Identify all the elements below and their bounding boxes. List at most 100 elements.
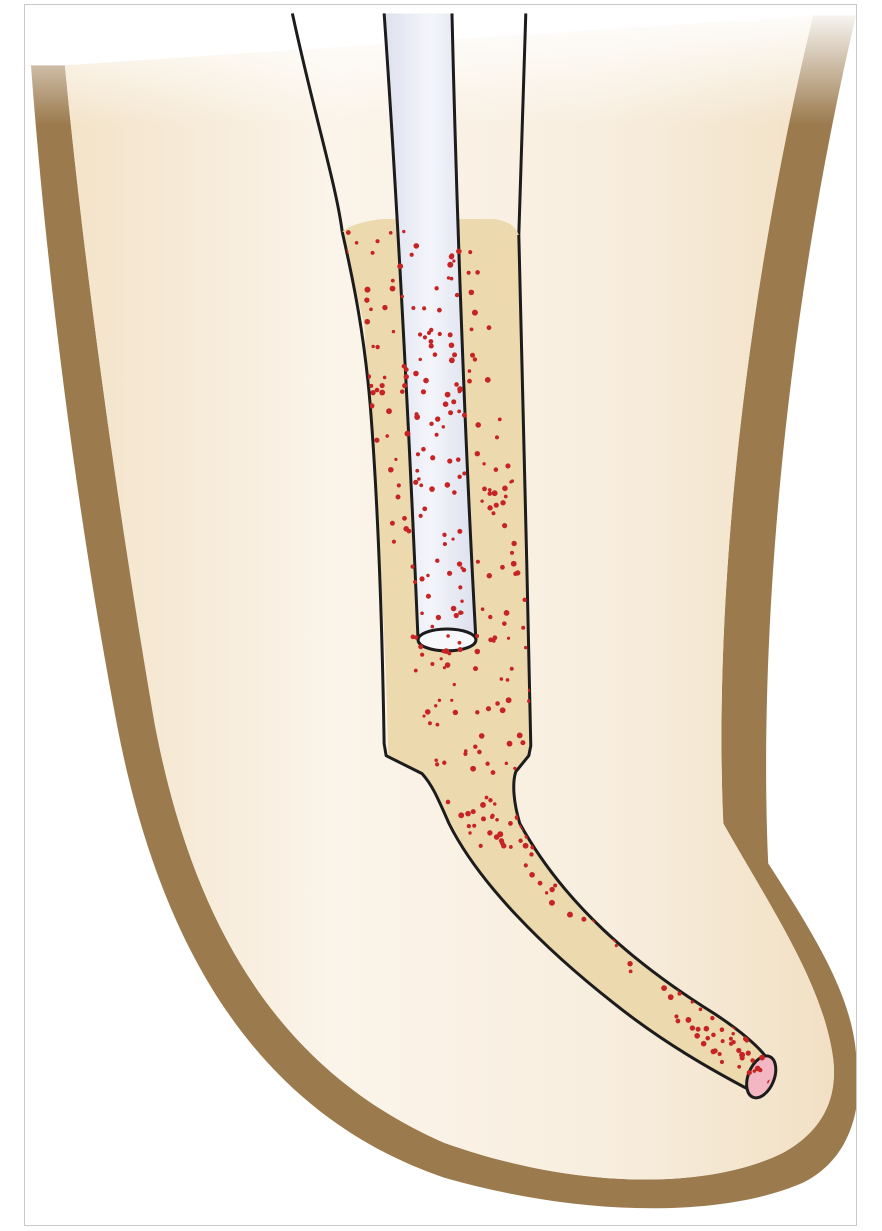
particle-dot — [404, 431, 410, 437]
particle-dot — [500, 677, 504, 681]
particle-dot — [480, 802, 486, 808]
particle-dot — [407, 529, 412, 534]
particle-dot — [454, 382, 459, 387]
particle-dot — [523, 843, 529, 849]
particle-dot — [449, 253, 454, 258]
particle-dot — [417, 477, 421, 481]
particle-dot — [433, 352, 438, 357]
particle-dot — [429, 422, 433, 426]
particle-dot — [458, 647, 463, 652]
particle-dot — [390, 286, 396, 292]
particle-dot — [456, 249, 462, 255]
particle-dot — [480, 499, 483, 502]
particle-dot — [510, 667, 514, 671]
particle-dot — [436, 615, 441, 620]
particle-dot — [457, 409, 461, 413]
particle-dot — [385, 434, 389, 438]
particle-dot — [425, 709, 431, 715]
particle-dot — [430, 455, 435, 460]
particle-dot — [468, 369, 472, 373]
particle-dot — [475, 649, 481, 655]
particle-dot — [753, 1069, 757, 1073]
particle-dot — [690, 1025, 695, 1030]
particle-dot — [437, 308, 442, 313]
particle-dot — [482, 462, 485, 465]
figure-frame — [24, 4, 857, 1226]
particle-dot — [419, 483, 423, 487]
particle-dot — [545, 891, 548, 894]
particle-dot — [495, 818, 499, 822]
particle-dot — [485, 796, 489, 800]
particle-dot — [475, 634, 479, 638]
particle-dot — [429, 328, 433, 332]
particle-dot — [413, 243, 419, 249]
particle-dot — [455, 293, 459, 297]
particle-dot — [426, 594, 431, 599]
particle-dot — [627, 961, 632, 966]
particle-dot — [473, 666, 478, 671]
particle-dot — [506, 678, 510, 682]
particle-dot — [445, 392, 451, 398]
particle-dot — [506, 697, 512, 703]
particle-dot — [465, 811, 471, 817]
particle-dot — [418, 332, 422, 336]
particle-dot — [421, 447, 426, 452]
particle-dot — [451, 399, 456, 404]
particle-dot — [442, 425, 445, 428]
particle-dot — [402, 364, 407, 369]
particle-dot — [511, 541, 516, 546]
particle-dot — [452, 352, 457, 357]
particle-dot — [495, 435, 499, 439]
particle-dot — [691, 1000, 694, 1003]
particle-dot — [491, 770, 496, 775]
particle-dot — [458, 585, 462, 589]
particle-dot — [460, 566, 463, 569]
particle-dot — [701, 1041, 707, 1047]
particle-dot — [487, 325, 492, 330]
particle-dot — [375, 239, 379, 243]
particle-dot — [524, 646, 527, 649]
particle-dot — [413, 580, 417, 584]
particle-dot — [505, 463, 510, 468]
particle-dot — [481, 607, 485, 611]
particle-dot — [521, 626, 525, 630]
particle-dot — [500, 565, 505, 570]
particle-dot — [400, 295, 404, 299]
particle-dot — [473, 357, 477, 361]
particle-dot — [500, 707, 506, 713]
particle-dot — [758, 1068, 762, 1072]
particle-dot — [394, 458, 397, 461]
particle-dot — [415, 469, 419, 473]
particle-dot — [413, 371, 419, 377]
particle-dot — [413, 480, 418, 485]
particle-dot — [467, 271, 471, 275]
particle-dot — [462, 471, 466, 475]
particle-dot — [476, 560, 480, 564]
particle-dot — [718, 1052, 722, 1056]
particle-dot — [430, 662, 434, 666]
particle-dot — [686, 1017, 692, 1023]
particle-dot — [529, 872, 535, 878]
particle-dot — [508, 821, 513, 826]
particle-dot — [447, 571, 452, 576]
particle-dot — [524, 863, 528, 867]
particle-dot — [431, 625, 435, 629]
particle-dot — [423, 335, 427, 339]
particle-dot — [392, 540, 396, 544]
particle-dot — [450, 277, 454, 281]
particle-dot — [509, 480, 512, 483]
particle-dot — [492, 490, 498, 496]
particle-dot — [388, 467, 394, 473]
particle-dot — [493, 802, 496, 805]
particle-dot — [486, 706, 491, 711]
particle-dot — [488, 798, 492, 802]
particle-dot — [729, 1037, 733, 1041]
particle-dot — [446, 800, 451, 805]
particle-dot — [396, 494, 401, 499]
particle-dot — [452, 490, 457, 495]
particle-dot — [676, 1019, 681, 1024]
particle-dot — [418, 644, 423, 649]
particle-dot — [502, 523, 507, 528]
particle-dot — [711, 1033, 716, 1038]
particle-dot — [746, 1051, 751, 1056]
